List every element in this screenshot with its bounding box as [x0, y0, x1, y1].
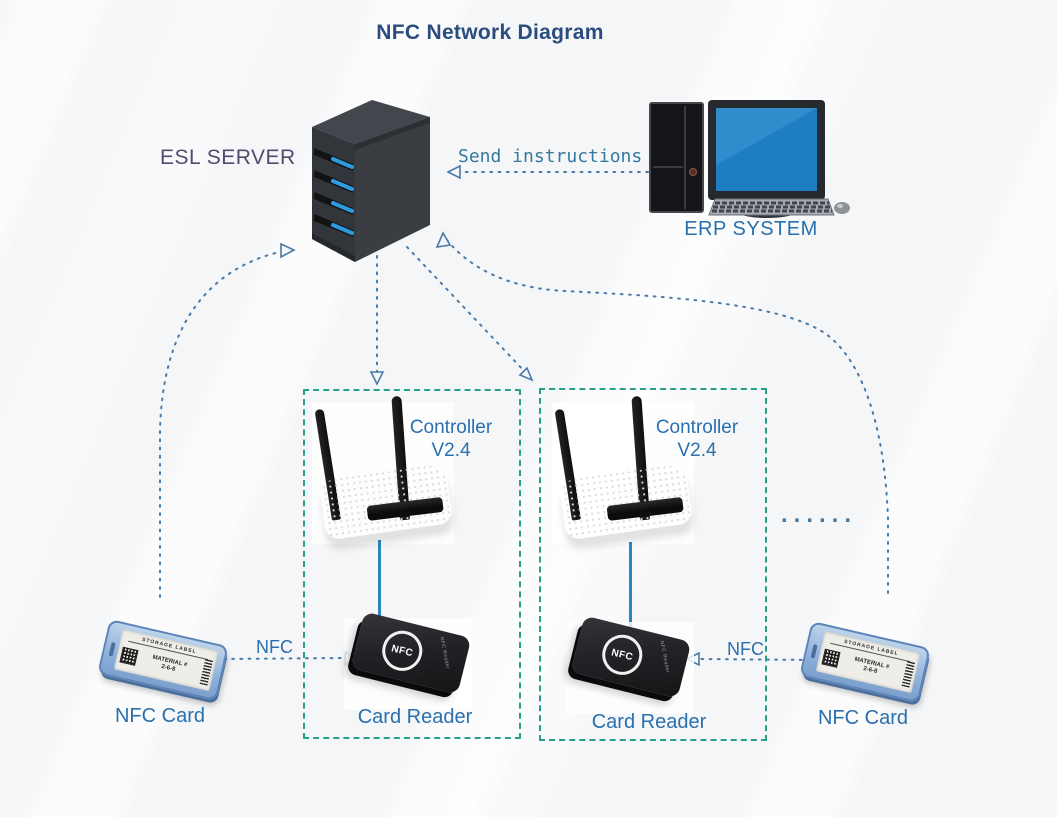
- card-slot: [810, 644, 818, 659]
- pc-tower: [649, 102, 704, 213]
- erp-system-label: ERP SYSTEM: [684, 218, 818, 240]
- router-body: [318, 463, 454, 541]
- controller1-label: Controller V2.4: [409, 417, 493, 461]
- nfc-link-left-label: NFC: [256, 637, 293, 657]
- arrowhead-send-instructions: [446, 164, 461, 180]
- arrowhead-into-server-right: [435, 231, 452, 249]
- reader-body: NFC NFC Reader: [350, 611, 472, 695]
- esl-server-graphic: [312, 100, 430, 262]
- controller-group-2: [539, 388, 767, 741]
- reader-side-text: NFC Reader: [658, 640, 671, 674]
- page-title: NFC Network Diagram: [376, 21, 604, 44]
- barcode-icon: [901, 660, 916, 688]
- erp-system-graphic: [649, 100, 850, 218]
- reader-body: NFC NFC Reader: [570, 615, 692, 699]
- connector-left-card-to-server: [159, 250, 285, 598]
- nfc-ring-icon: NFC: [598, 630, 647, 680]
- card-reader1-graphic: NFC NFC Reader: [350, 611, 472, 714]
- connector-nfc-left: [223, 657, 343, 660]
- card-reader1-label: Card Reader: [357, 706, 473, 728]
- reader-face-text: NFC: [390, 642, 415, 659]
- arrowhead-into-server-left: [280, 242, 296, 259]
- card-slot: [108, 642, 116, 657]
- arrowhead-into-controller1: [369, 371, 385, 386]
- card-reader2-label: Card Reader: [591, 711, 707, 733]
- more-controllers-ellipsis: ......: [781, 501, 858, 528]
- controller2-label: Controller V2.4: [655, 417, 739, 461]
- controller1-reader1-link: [378, 540, 381, 636]
- controller2-reader2-link: [629, 542, 632, 642]
- esl-server-label: ESL SERVER: [160, 146, 296, 169]
- mouse: [834, 202, 850, 214]
- nfc-ring-icon: NFC: [378, 626, 427, 676]
- controller-group-1: [303, 389, 521, 739]
- nfc-card-left-label: NFC Card: [114, 705, 205, 727]
- router-body: [558, 463, 694, 541]
- nfc-card-right-label: NFC Card: [817, 707, 908, 729]
- connector-right-card-to-server: [446, 239, 889, 594]
- barcode-icon: [199, 658, 214, 686]
- connector-nfc-right: [697, 658, 819, 661]
- nfc-link-right-label: NFC: [727, 639, 764, 659]
- card-reader2-graphic: NFC NFC Reader: [570, 615, 692, 718]
- reader-side-text: NFC Reader: [438, 636, 451, 670]
- send-instructions-label: Send instructions: [458, 146, 643, 167]
- reader-face-text: NFC: [610, 646, 635, 663]
- arrowhead-into-controller2: [518, 366, 534, 382]
- server-led-bars: [331, 157, 354, 235]
